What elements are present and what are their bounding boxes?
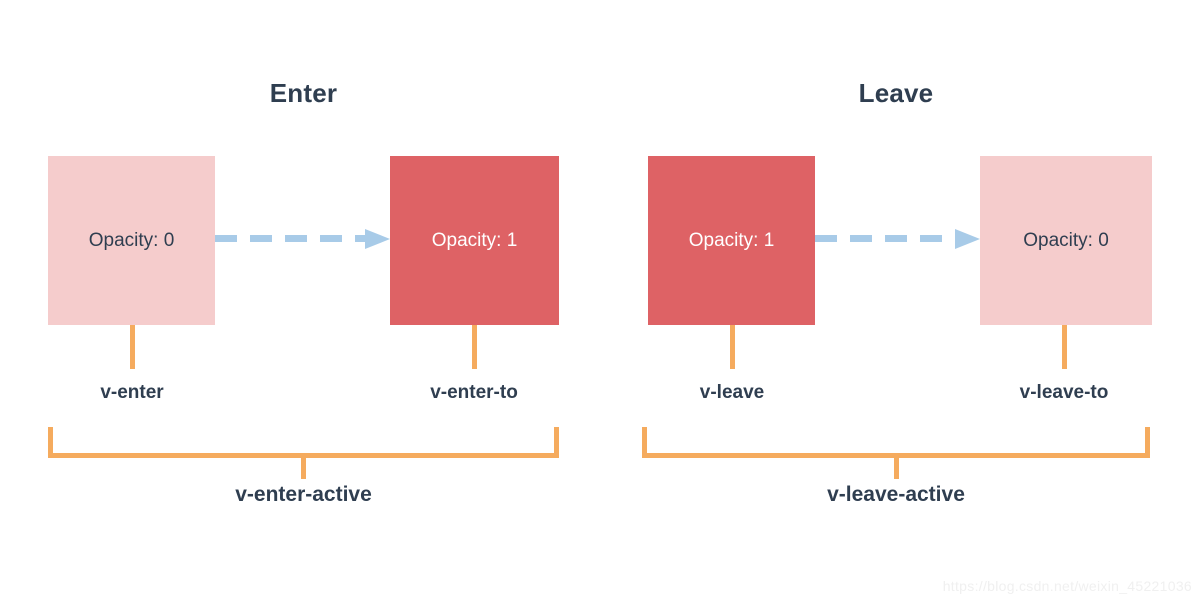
source-watermark: https://blog.csdn.net/weixin_45221036 xyxy=(942,578,1192,594)
enter-arrow-dashed-line xyxy=(215,235,366,242)
leave-active-bracket-stem xyxy=(894,458,899,479)
v-leave-to-leader-tick xyxy=(1062,325,1067,369)
enter-active-bracket-stem xyxy=(301,458,306,479)
v-leave-active-class-label: v-leave-active xyxy=(827,483,965,506)
enter-to-state-box: Opacity: 1 xyxy=(390,156,559,325)
leave-arrow-dashed-line xyxy=(815,235,956,242)
leave-transition-arrow-icon xyxy=(815,229,980,249)
v-leave-class-label: v-leave xyxy=(699,382,765,403)
v-leave-leader-tick xyxy=(730,325,735,369)
v-enter-leader-tick xyxy=(130,325,135,369)
leave-to-opacity-label: Opacity: 0 xyxy=(1023,229,1109,251)
v-enter-to-class-label: v-enter-to xyxy=(430,382,518,403)
enter-arrow-head-icon xyxy=(365,229,390,249)
enter-section-title: Enter xyxy=(269,78,338,108)
v-enter-active-class-label: v-enter-active xyxy=(235,483,372,506)
enter-from-opacity-label: Opacity: 0 xyxy=(88,229,175,251)
leave-to-state-box: Opacity: 0 xyxy=(980,156,1152,325)
enter-to-opacity-label: Opacity: 1 xyxy=(431,229,518,251)
v-enter-to-leader-tick xyxy=(472,325,477,369)
enter-from-state-box: Opacity: 0 xyxy=(48,156,215,325)
leave-section-title: Leave xyxy=(858,78,934,108)
enter-active-bracket xyxy=(48,427,559,458)
leave-from-opacity-label: Opacity: 1 xyxy=(688,229,775,251)
v-leave-to-class-label: v-leave-to xyxy=(1019,382,1109,403)
leave-arrow-head-icon xyxy=(955,229,980,249)
leave-active-bracket xyxy=(642,427,1150,458)
leave-from-state-box: Opacity: 1 xyxy=(648,156,815,325)
v-enter-class-label: v-enter xyxy=(100,382,164,403)
enter-transition-arrow-icon xyxy=(215,229,390,249)
